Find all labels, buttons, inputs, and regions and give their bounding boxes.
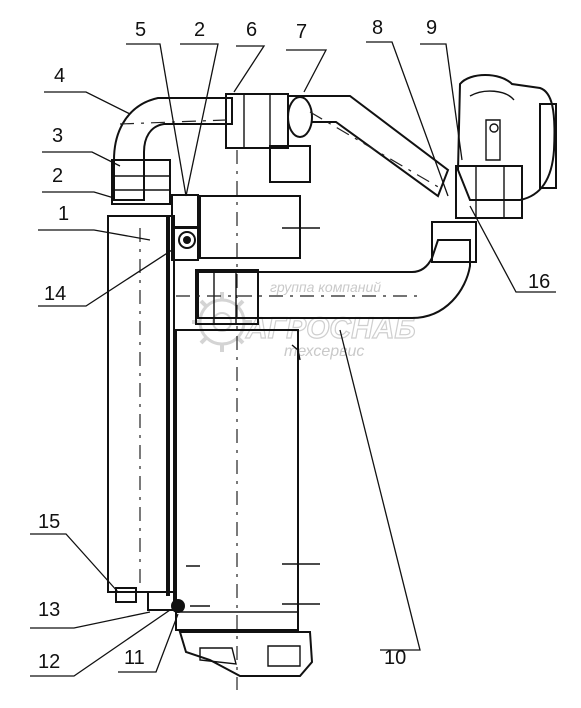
leader-lines [30,41,556,677]
watermark-line2: АГРОСНАБ [245,312,416,345]
callout-3: 3 [52,125,63,147]
callout-2-left: 2 [52,165,63,187]
callout-4: 4 [54,65,65,87]
callout-12: 12 [38,651,60,673]
turbocharger [455,74,557,219]
watermark-line3: техсервис [284,343,364,360]
lower-pipe [176,221,477,325]
upper-pipe [111,93,289,205]
watermark-logo: группа компаний АГРОСНАБ техсервис [192,279,416,360]
callout-16: 16 [528,271,550,293]
watermark-line1: группа компаний [270,279,381,295]
callout-14: 14 [44,283,66,305]
callout-labels: 5 2 6 7 8 9 4 3 2 1 14 16 10 15 13 12 11 [38,17,550,673]
callout-5: 5 [135,19,146,41]
callout-6: 6 [246,19,257,41]
callout-2-top: 2 [194,19,205,41]
watermark-gear-icon [192,292,252,352]
callout-15: 15 [38,511,60,533]
callout-1: 1 [58,203,69,225]
callout-10: 10 [384,647,406,669]
callout-13: 13 [38,599,60,621]
callout-8: 8 [372,17,383,39]
callout-9: 9 [426,17,437,39]
diagonal-pipe [287,95,450,198]
left-housing [107,215,199,613]
callout-7: 7 [296,21,307,43]
callout-11: 11 [124,647,145,669]
